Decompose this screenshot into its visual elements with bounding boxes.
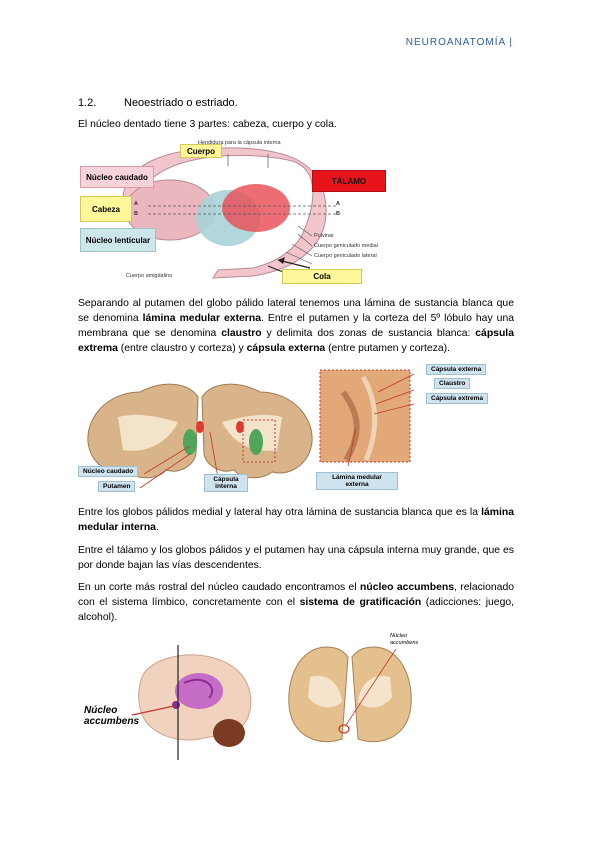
label-nucleo-lenticular: Núcleo lenticular bbox=[80, 228, 156, 252]
label-capsula-extrema: Cápsula extrema bbox=[426, 393, 489, 404]
label-cuerpo: Cuerpo bbox=[180, 144, 222, 158]
section-title: Neoestriado o estriado. bbox=[124, 97, 238, 109]
label-nucleo-caudado: Núcleo caudado bbox=[80, 166, 154, 188]
figure-coronal-section: Núcleo caudado Putamen Cápsula interna C… bbox=[78, 362, 510, 497]
label-b-left: B bbox=[134, 211, 138, 217]
label-geniculado-medial: Cuerpo geniculado medial bbox=[314, 243, 378, 249]
figure-caudate-nucleus: Cuerpo Hendidura para la cápsula interna… bbox=[78, 138, 396, 286]
label-nucleo-accumbens-left: Núcleo accumbens bbox=[84, 705, 140, 727]
label-cola: Cola bbox=[282, 269, 362, 284]
accumbens-spot bbox=[172, 701, 180, 709]
coronal-accumbens-illustration bbox=[288, 646, 412, 743]
label-talamo: TÁLAMO bbox=[312, 170, 386, 192]
label-geniculado-lateral: Cuerpo geniculado lateral bbox=[314, 253, 377, 259]
figure-accumbens-coronal: Núcleo accumbens bbox=[280, 627, 420, 759]
basal-ganglia bbox=[175, 673, 223, 709]
label-cabeza: Cabeza bbox=[80, 196, 132, 222]
label-a-left: A bbox=[134, 201, 138, 207]
section-number: 1.2. bbox=[78, 97, 97, 109]
figure-accumbens-sagittal: Núcleo accumbens bbox=[84, 643, 254, 760]
label-hendidura: Hendidura para la cápsula interna bbox=[198, 140, 281, 146]
label-nucleo-caudado-fig2: Núcleo caudado bbox=[78, 466, 139, 477]
label-nucleo-accumbens-right: Núcleo accumbens bbox=[390, 633, 419, 646]
label-b-right: B bbox=[336, 211, 340, 217]
label-a-right: A bbox=[336, 201, 340, 207]
paragraph-accumbens: En un corte más rostral del núcleo cauda… bbox=[78, 582, 515, 623]
paragraph-lamina-interna: Entre los globos pálidos medial y latera… bbox=[78, 507, 514, 533]
caudate-left bbox=[196, 421, 204, 433]
label-capsula-externa: Cápsula externa bbox=[426, 364, 487, 375]
label-lamina-medular-externa: Lámina medular externa bbox=[316, 472, 398, 490]
putamen-left bbox=[183, 429, 197, 455]
paragraph-capsula-interna: Entre el tálamo y los globos pálidos y e… bbox=[78, 545, 514, 571]
coronal-brain-illustration bbox=[87, 369, 415, 489]
label-amigdalino: Cuerpo amigdalino bbox=[126, 273, 173, 279]
caudate-body-shape bbox=[122, 147, 327, 279]
sagittal-brain-illustration bbox=[131, 645, 252, 760]
section-heading: 1.2. Neoestriado o estriado. bbox=[78, 97, 238, 109]
label-putamen: Putamen bbox=[98, 481, 136, 492]
thalamus-shape bbox=[222, 184, 290, 232]
label-pulvinar: Pulvinar bbox=[314, 233, 334, 239]
caudate-right bbox=[236, 421, 244, 433]
paragraph-intro: El núcleo dentado tiene 3 partes: cabeza… bbox=[78, 119, 337, 130]
paragraph-lamina-externa: Separando al putamen del globo pálido la… bbox=[78, 298, 515, 354]
cerebellum bbox=[213, 719, 245, 747]
putamen-right bbox=[249, 429, 263, 455]
accumbens-marker bbox=[338, 724, 350, 734]
label-capsula-interna: Cápsula interna bbox=[204, 474, 248, 492]
caudate-illustration bbox=[122, 147, 336, 279]
page-header: NEUROANATOMÍA | bbox=[405, 37, 513, 48]
label-claustro: Claustro bbox=[434, 378, 471, 389]
